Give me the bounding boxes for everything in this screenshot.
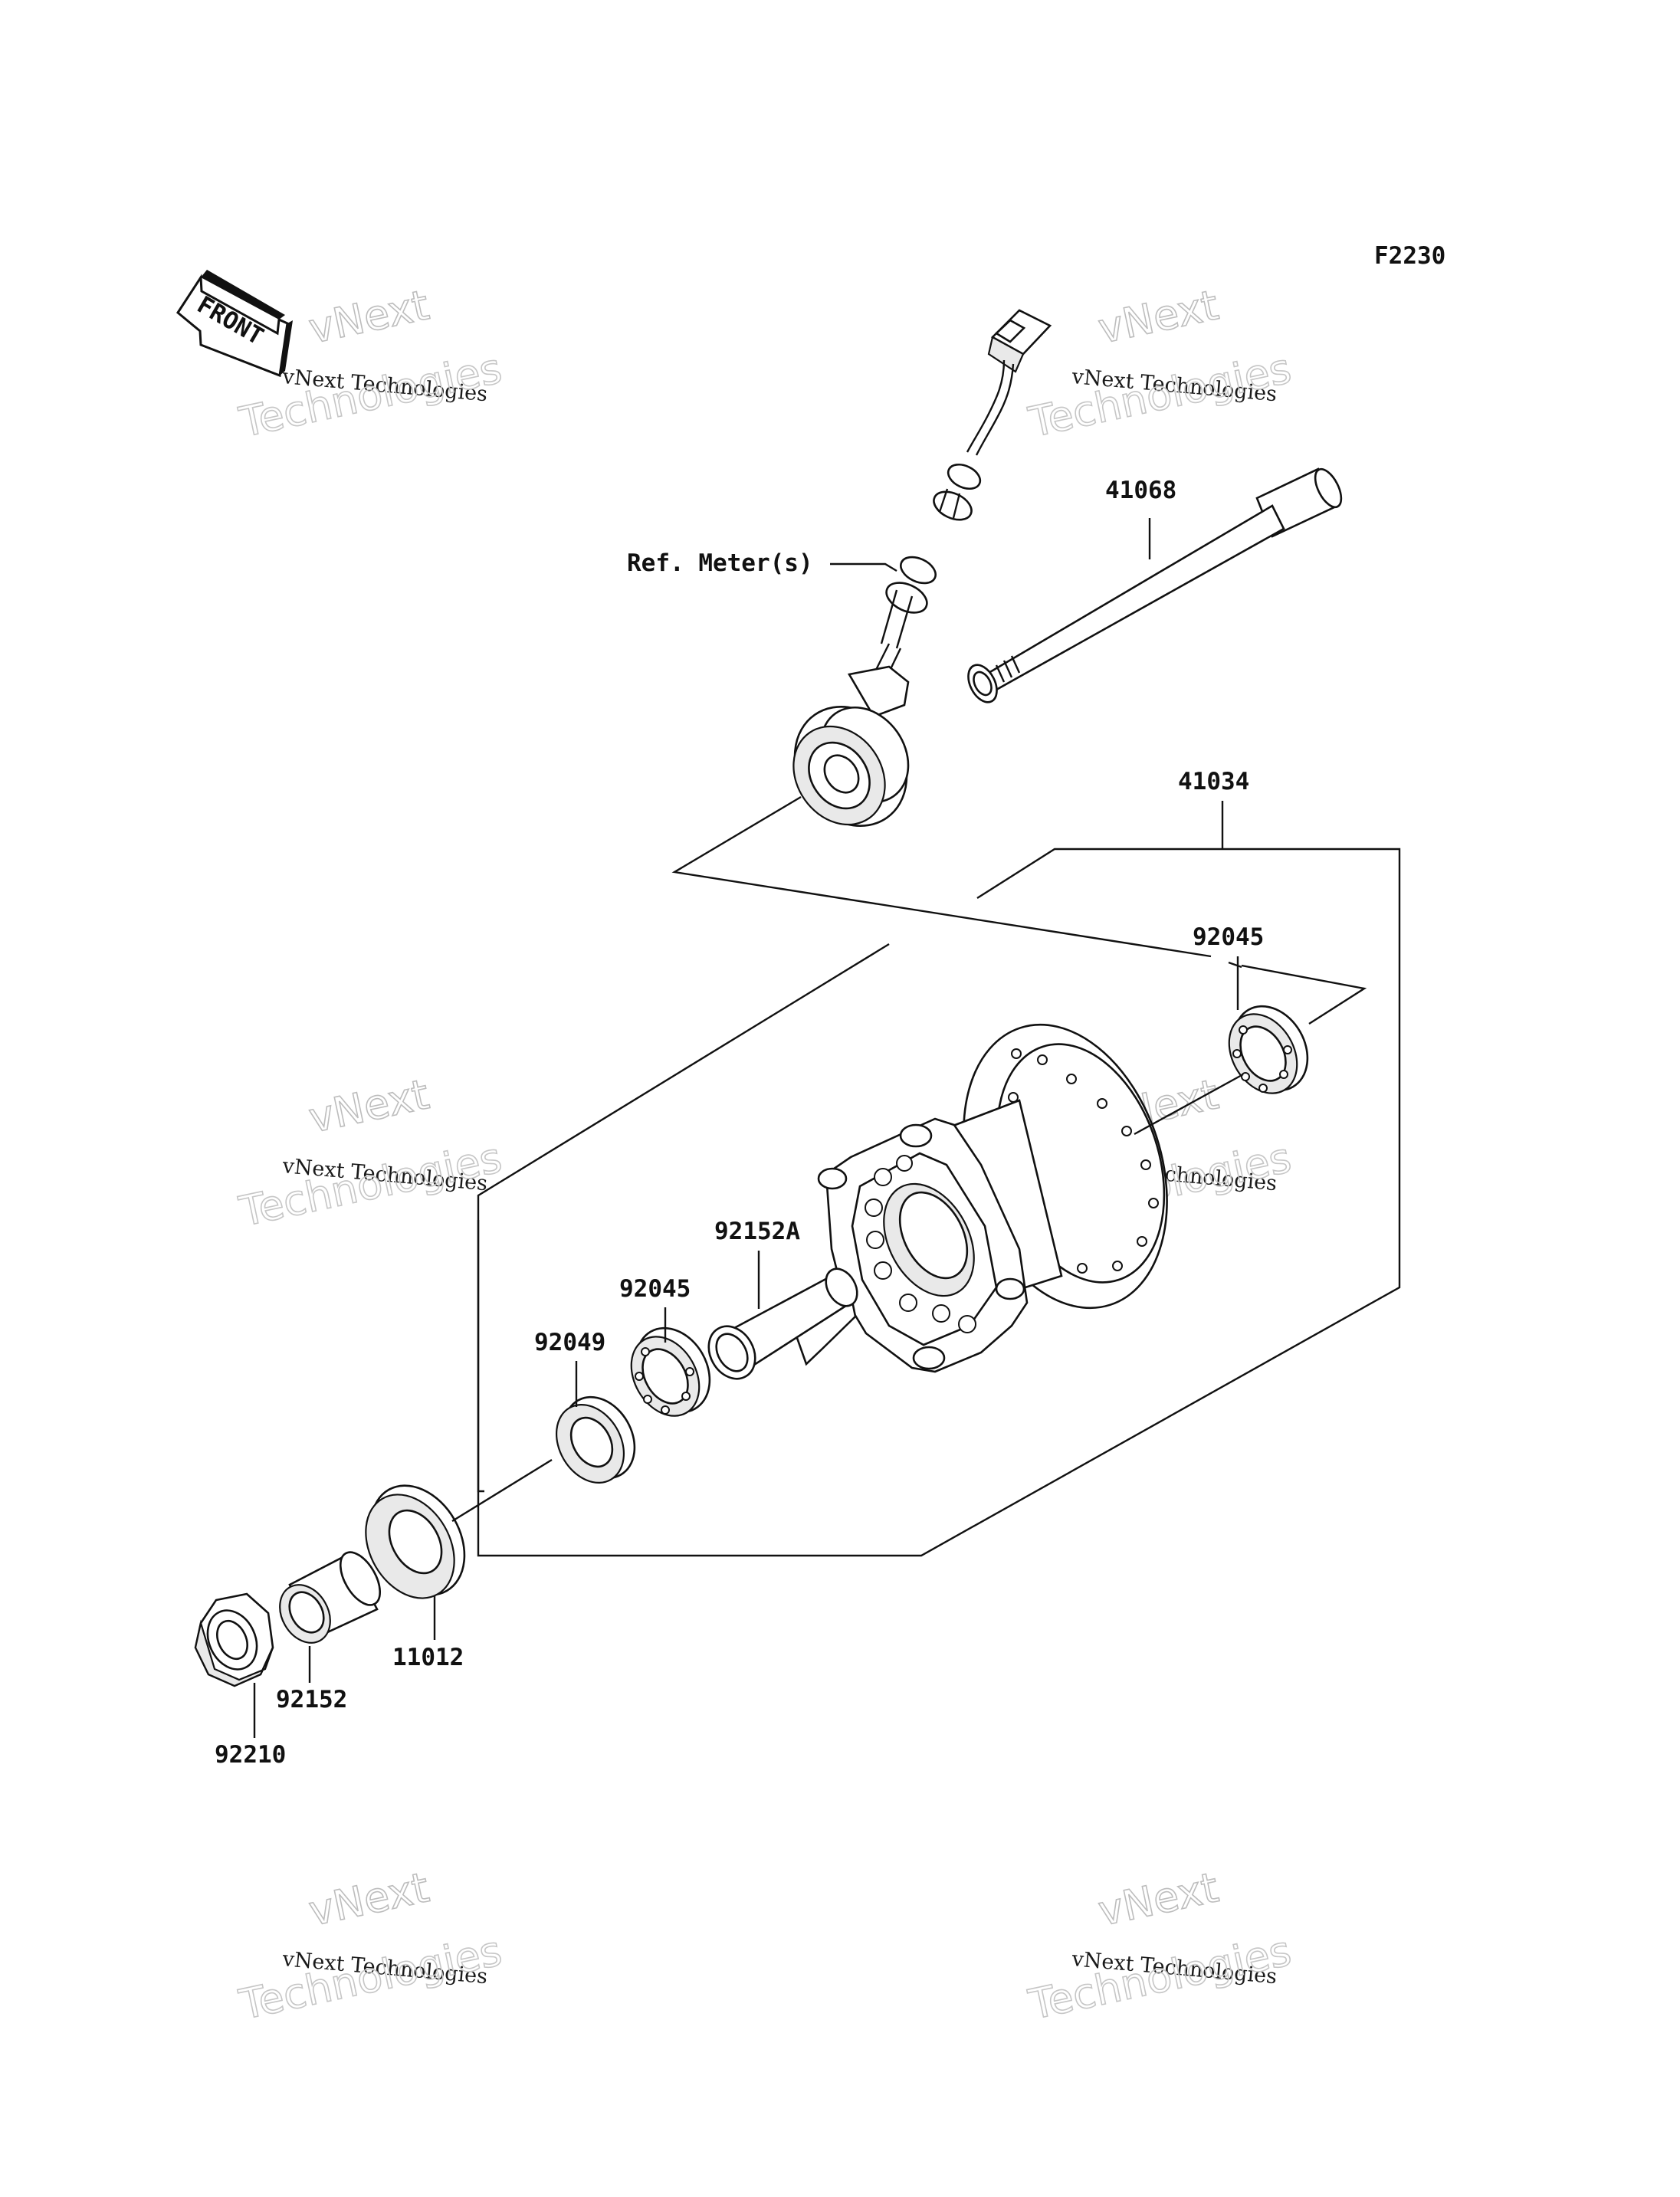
hub-assy-label: 41034 [1178, 768, 1249, 795]
watermark-5: vNext vNext Technologies Technologies [235, 1862, 507, 2029]
collar-short-icon [279, 1551, 382, 1644]
collar-long-icon [707, 1267, 858, 1380]
watermark-3: vNext vNext Technologies Technologies [235, 1069, 507, 1236]
svg-text:Technologies: Technologies [1025, 1926, 1295, 2029]
collar-short-label: 92152 [276, 1686, 347, 1713]
svg-text:Technologies: Technologies [235, 1926, 506, 2029]
bearing-right-leader [1134, 956, 1367, 1136]
figure-code: F2230 [1374, 242, 1445, 270]
axle-nut-icon [194, 1592, 274, 1687]
axle-icon [967, 467, 1343, 703]
meter-drive-leader [671, 795, 1242, 969]
svg-text:vNext: vNext [1094, 1863, 1222, 1935]
hub-assy-bracket [477, 848, 1401, 1557]
hub-assy-bracket-left [477, 943, 890, 1493]
wheel-hub-icon [817, 1023, 1168, 1373]
axle-label: 41068 [1105, 477, 1176, 504]
nut-label: 92210 [215, 1741, 286, 1769]
ref-meter-label: Ref. Meter(s) [627, 549, 813, 577]
svg-text:vNext: vNext [305, 1863, 433, 1935]
watermark-2: vNext vNext Technologies Technologies [1024, 280, 1296, 447]
svg-text:Technologies: Technologies [235, 1133, 506, 1236]
collar-long-label: 92152A [714, 1218, 800, 1245]
svg-text:vNext: vNext [1094, 280, 1222, 353]
cover-leader [433, 1458, 553, 1640]
watermark-6: vNext vNext Technologies Technologies [1024, 1862, 1296, 2029]
ref-meter-leader [830, 562, 897, 572]
bearing-right-icon [1228, 1005, 1309, 1094]
svg-text:vNext: vNext [305, 280, 433, 353]
bearing-left-label: 92045 [619, 1275, 691, 1303]
oil-seal-icon [555, 1395, 636, 1484]
svg-text:vNext: vNext [305, 1070, 433, 1142]
hub-cover-icon [365, 1484, 466, 1599]
svg-text:Technologies: Technologies [1025, 344, 1295, 447]
bearing-right-label: 92045 [1193, 923, 1264, 951]
cover-label: 11012 [392, 1644, 464, 1671]
bearing-left-icon [630, 1326, 711, 1417]
front-direction-arrow-icon: FRONT [176, 270, 293, 378]
oil-seal-label: 92049 [534, 1329, 605, 1356]
speedometer-cable-icon [792, 309, 1052, 827]
